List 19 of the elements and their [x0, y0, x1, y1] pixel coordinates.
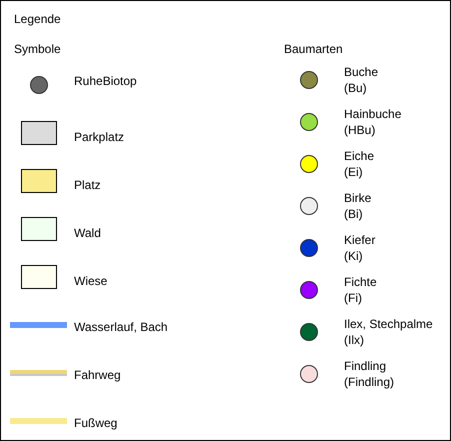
legend-label: Platz — [74, 177, 101, 193]
legend-label: Parkplatz — [74, 129, 124, 145]
section-heading: Symbole — [14, 41, 61, 57]
legend-label: Hainbuche (HBu) — [344, 106, 402, 138]
legend-label: Wiese — [74, 273, 108, 289]
legend-label: Buche (Bu) — [344, 64, 380, 96]
legend-label: Kiefer (Ki) — [344, 232, 376, 264]
legend-label: Ilex, Stechpalme (Ilx) — [344, 316, 434, 348]
legend-label: Birke (Bi) — [344, 190, 372, 222]
legend-title: Legende — [14, 11, 61, 27]
legend-label: Findling (Findling) — [344, 358, 396, 390]
legend-label: Fahrweg — [74, 367, 121, 383]
legend-label: Wasserlauf, Bach — [74, 319, 168, 335]
legend-label: Wald — [74, 225, 101, 241]
section-heading: Baumarten — [284, 41, 343, 57]
legend-label: Eiche (Ei) — [344, 148, 376, 180]
legend-label: RuheBiotop — [74, 73, 137, 89]
legend-label: Fichte (Fi) — [344, 274, 378, 306]
legend-label: Fußweg — [74, 415, 118, 431]
